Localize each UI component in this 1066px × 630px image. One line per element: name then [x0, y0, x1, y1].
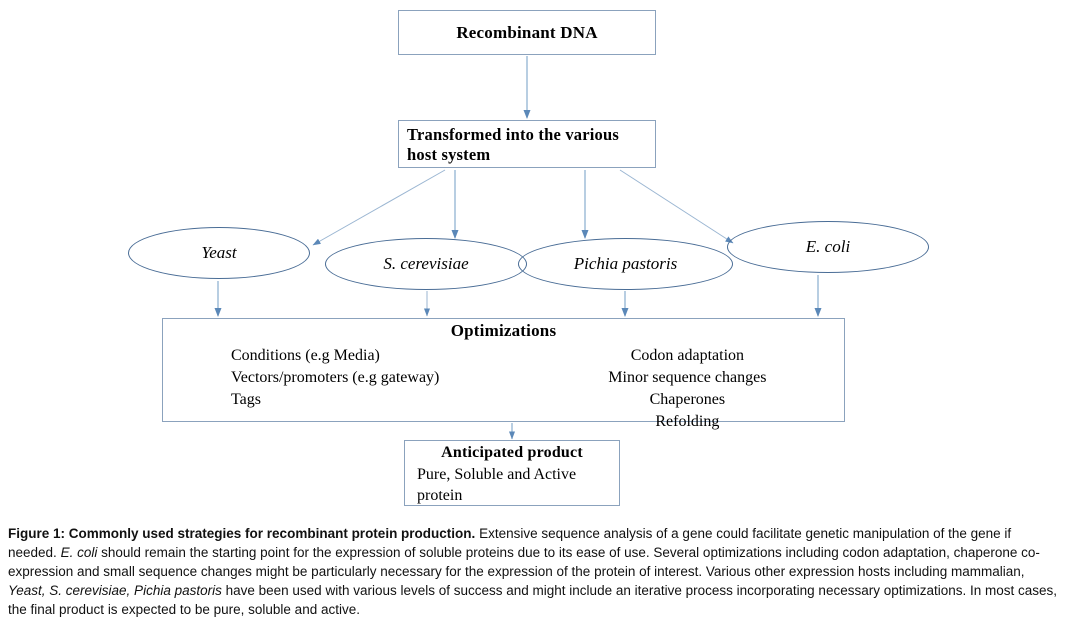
node-optimizations: Optimizations Conditions (e.g Media) Vec…	[162, 318, 845, 430]
node-transformed-host-system: Transformed into the various host system	[398, 120, 656, 168]
figure-caption-text-3: have been used with various levels of su…	[8, 583, 1058, 617]
figure-caption-text-1: Extensive sequence analysis of a gene co…	[8, 526, 1012, 560]
figure-caption-text-2: should remain the starting point for the…	[8, 545, 1040, 579]
node-host-e-coli: E. coli	[727, 221, 929, 273]
figure-caption-italic-2: Yeast, S. cerevisiae, Pichia pastoris	[8, 583, 222, 598]
node-host-pichia-pastoris: Pichia pastoris	[518, 238, 733, 290]
optimizations-item: Conditions (e.g Media)	[231, 347, 380, 364]
node-host-yeast: Yeast	[128, 227, 310, 279]
node-recombinant-dna: Recombinant DNA	[398, 10, 656, 55]
node-anticipated-product-title: Anticipated product	[441, 444, 583, 461]
node-anticipated-product-line-2: protein	[417, 487, 463, 504]
node-transformed-line-2: host system	[407, 145, 491, 164]
node-anticipated-product-line-1: Pure, Soluble and Active	[417, 466, 577, 483]
optimizations-item: Tags	[231, 391, 261, 408]
node-host-s-cerevisiae-label: S. cerevisiae	[383, 254, 469, 273]
node-transformed-line-1: Transformed into the various	[407, 125, 619, 144]
figure-caption: Figure 1: Commonly used strategies for r…	[8, 524, 1058, 619]
figure-caption-label: Figure 1: Commonly used strategies for r…	[8, 526, 476, 541]
optimizations-item: Chaperones	[649, 391, 726, 408]
optimizations-item: Minor sequence changes	[608, 369, 767, 386]
optimizations-columns: Conditions (e.g Media) Vectors/promoters…	[163, 345, 844, 433]
arrow-transformed-to-yeast	[312, 169, 446, 246]
node-host-yeast-label: Yeast	[201, 243, 237, 262]
node-host-pichia-pastoris-label: Pichia pastoris	[573, 254, 678, 273]
node-host-s-cerevisiae: S. cerevisiae	[325, 238, 527, 290]
optimizations-left-column: Conditions (e.g Media) Vectors/promoters…	[163, 345, 531, 433]
node-anticipated-product: Anticipated product Pure, Soluble and Ac…	[404, 440, 620, 506]
node-host-e-coli-label: E. coli	[805, 237, 851, 256]
node-recombinant-dna-title: Recombinant DNA	[456, 23, 598, 42]
optimizations-item: Vectors/promoters (e.g gateway)	[231, 369, 440, 386]
arrow-transformed-to-ecoli	[619, 169, 734, 244]
optimizations-right-column: Codon adaptation Minor sequence changes …	[531, 345, 844, 433]
optimizations-item: Codon adaptation	[630, 347, 745, 364]
optimizations-item: Refolding	[655, 413, 720, 430]
node-optimizations-title: Optimizations	[450, 321, 557, 340]
figure-caption-italic-1: E. coli	[60, 545, 98, 560]
